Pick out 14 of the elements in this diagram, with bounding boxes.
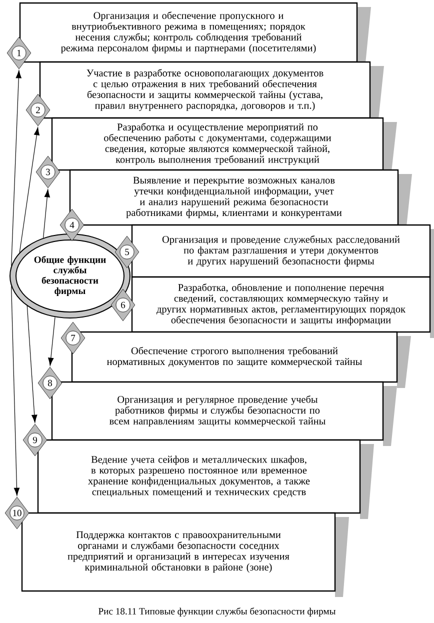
function-box: Разработка и осуществление мероприятий по обеспечению работы с документами, содержащими сведения, которые являются коммерческой тайной, контроль выполнения требований инструкций — [51, 117, 397, 176]
arrow — [11, 286, 20, 496]
caption: Рис 18.11 Типовые функции службы безопасности фирмы — [98, 608, 336, 616]
function-box: Поддержка контактов с правоохранительными органами и службами безопасности соседних предприятий и организаций в интересах изучения криминальной обстановки в районе (зоне) — [21, 512, 349, 597]
arrow — [43, 189, 50, 238]
function-box: Организация и проведение служебных расследований по фактам разглашения и утери документов и других нарушений безопасности фирмы — [131, 224, 434, 283]
function-box: Разработка, обновление и пополнение перечня сведений, составляющих коммерческую тайну и других нормативных актов, регламентирующих порядок обеспечения безопасности и защиты информации — [131, 276, 434, 338]
function-box: Организация и регулярное проведение учебы работников фирмы и службы безопасности по всем направлениям защиты коммерческой тайны — [51, 381, 397, 446]
arrow — [26, 306, 38, 423]
function-box: Участие в разработке основополагающих документов с целью отражения в них требований обеспечения безопасности и защиты коммерческой тайны (устава, правил внутреннего распорядка, договоров и т.п.) — [39, 61, 384, 124]
arrow — [48, 316, 56, 366]
function-box: Ведение учета сейфов и металлических шкафов, в которых разрешено постоянное или временное хранение конфиденциальных документов, а также специальных помещений и технических средств — [37, 439, 374, 519]
arrow — [11, 70, 22, 266]
arrow — [19, 127, 40, 253]
